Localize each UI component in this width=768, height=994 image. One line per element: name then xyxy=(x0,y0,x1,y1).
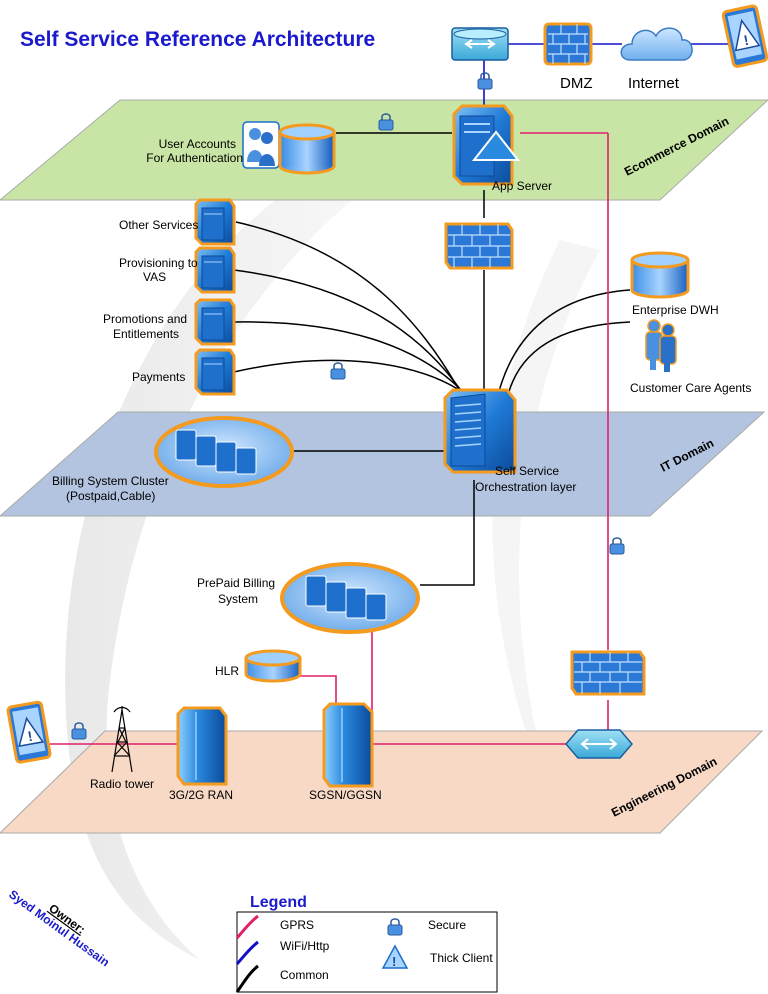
ran-label: 3G/2G RAN xyxy=(169,788,233,802)
internet-cloud-icon xyxy=(620,27,693,61)
sgsn-tower-icon[interactable] xyxy=(322,702,374,788)
dmz-label: DMZ xyxy=(560,75,593,92)
gprs-links xyxy=(50,132,609,745)
background-swoosh xyxy=(65,150,420,960)
sgsn-label: SGSN/GGSN xyxy=(309,788,382,802)
billing-label-line1: Billing System Cluster xyxy=(52,474,169,488)
edge-router[interactable] xyxy=(451,27,509,61)
app-server-label: App Server xyxy=(492,179,552,193)
user-accounts-icon[interactable] xyxy=(242,121,280,169)
svg-text:!: ! xyxy=(26,728,33,745)
orchestration-server-icon[interactable] xyxy=(443,388,517,474)
provisioning-label-line1: Provisioning to xyxy=(119,256,198,270)
user-accounts-label-line1: User Accounts xyxy=(159,137,236,151)
common-links xyxy=(233,132,631,586)
provisioning-server-icon[interactable] xyxy=(194,246,236,294)
background-swoosh-2 xyxy=(492,240,600,820)
other-services-server-icon[interactable] xyxy=(194,198,236,246)
owner-name: Syed Moinul Hussain xyxy=(6,887,112,969)
payments-server-icon[interactable] xyxy=(194,348,236,396)
legend-gprs-label: GPRS xyxy=(280,918,314,932)
legend-wifi-swatch xyxy=(235,940,259,965)
billing-cluster-icon[interactable] xyxy=(154,416,294,488)
user-accounts-label-line2: For Authentication xyxy=(146,151,243,165)
customer-care-agents-icon[interactable] xyxy=(645,319,677,372)
app-server-icon[interactable] xyxy=(452,104,521,186)
prepaid-billing-icon[interactable] xyxy=(280,562,420,634)
legend-gprs-swatch xyxy=(235,914,259,939)
secure-lock-icon xyxy=(477,72,493,90)
legend-secure-lock-icon xyxy=(387,918,403,936)
legend-title: Legend xyxy=(250,894,307,911)
promotions-label-line2: Entitlements xyxy=(113,327,179,341)
legend-wifi-label: WiFi/Http xyxy=(280,939,330,953)
prepaid-label-line2: System xyxy=(218,592,258,606)
secure-lock-icon xyxy=(609,537,625,555)
app-firewall-icon[interactable] xyxy=(444,222,514,270)
legend-secure-label: Secure xyxy=(428,918,466,932)
user-accounts-database-icon[interactable] xyxy=(278,123,336,175)
orchestration-label-line2: Orchestration layer xyxy=(475,480,576,494)
promotions-label-line1: Promotions and xyxy=(103,312,187,326)
engineering-router-icon[interactable] xyxy=(565,729,633,759)
engineering-firewall-icon[interactable] xyxy=(570,650,646,696)
customer-care-label: Customer Care Agents xyxy=(630,381,751,395)
legend-thick-client-label: Thick Client xyxy=(430,951,493,965)
radio-tower-icon xyxy=(111,706,133,773)
hlr-label: HLR xyxy=(215,664,239,678)
secure-lock-icon xyxy=(71,722,87,740)
legend-common-label: Common xyxy=(280,968,329,982)
ecommerce-plane xyxy=(0,99,768,201)
enterprise-dwh-database-icon[interactable] xyxy=(630,251,690,299)
orchestration-label-line1: Self Service xyxy=(495,464,559,478)
prepaid-label-line1: PrePaid Billing xyxy=(197,576,275,590)
thick-client-top-icon[interactable]: ! xyxy=(721,4,768,68)
hlr-database-icon[interactable] xyxy=(244,649,302,683)
billing-label-line2: (Postpaid,Cable) xyxy=(66,489,155,503)
ran-tower-icon[interactable] xyxy=(176,706,228,786)
secure-lock-icon xyxy=(378,113,394,131)
internet-label: Internet xyxy=(628,75,680,92)
thick-client-bottom-icon[interactable]: ! xyxy=(6,700,52,764)
svg-text:!: ! xyxy=(742,32,750,49)
payments-label: Payments xyxy=(132,370,185,384)
promotions-server-icon[interactable] xyxy=(194,298,236,346)
enterprise-dwh-label: Enterprise DWH xyxy=(632,303,719,317)
legend-box: GPRS WiFi/Http Common Secure ! Thick Cli… xyxy=(235,911,498,993)
radio-tower-label: Radio tower xyxy=(90,777,154,791)
legend-thick-client-icon: ! xyxy=(381,944,409,969)
dmz-firewall-icon[interactable] xyxy=(543,22,593,66)
page-title: Self Service Reference Architecture xyxy=(20,28,375,51)
secure-lock-icon xyxy=(330,362,346,380)
svg-text:!: ! xyxy=(392,954,396,969)
other-services-label: Other Services xyxy=(119,218,198,232)
provisioning-label-line2: VAS xyxy=(143,270,166,284)
legend-common-swatch xyxy=(235,964,259,993)
